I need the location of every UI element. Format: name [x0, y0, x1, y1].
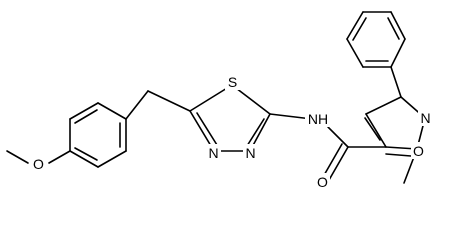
- amide-nh-label: NH: [305, 110, 331, 127]
- thiadiazole-n4-label: N: [243, 144, 258, 161]
- thiadiazole-n3-label: N: [206, 144, 221, 161]
- amide-nh-text: NH: [308, 111, 328, 127]
- bond-isoxazole-phenyl: [390, 66, 402, 98]
- bond-ring-ch2: [125, 90, 149, 120]
- thiadiazole-sulfur-text: S: [228, 74, 237, 90]
- isoxazole-nitrogen-label: N: [418, 109, 433, 126]
- amide-oxygen-label: O: [315, 173, 330, 190]
- bond-nh-carbonyl: [327, 126, 349, 148]
- methoxy-oxygen-text: O: [33, 156, 44, 172]
- isoxazole-oxygen-label: O: [411, 142, 426, 159]
- atom-labels: O S N N NH O N O: [31, 73, 433, 190]
- thiadiazole-ring: [189, 84, 271, 152]
- structure-diagram: O S N N NH O N O: [6, 11, 433, 190]
- isoxazole-nitrogen-text: N: [420, 110, 430, 126]
- amide-oxygen-text: O: [317, 174, 328, 190]
- bond-methyl-o: [6, 150, 29, 164]
- isoxazole-oxygen-text: O: [413, 143, 424, 159]
- methoxyphenyl-ring: [69, 102, 127, 168]
- methoxy-oxygen-label: O: [31, 155, 46, 172]
- phenyl-ring: [346, 11, 406, 68]
- bond-ch2-thiadiazole: [147, 90, 191, 112]
- bond-o-aryl: [48, 150, 71, 164]
- molecule-canvas: O S N N NH O N O: [6, 11, 433, 190]
- thiadiazole-sulfur-label: S: [225, 73, 240, 90]
- thiadiazole-n4-text: N: [245, 145, 255, 161]
- bond-carbonyl-o: [328, 146, 349, 181]
- thiadiazole-n3-text: N: [208, 145, 218, 161]
